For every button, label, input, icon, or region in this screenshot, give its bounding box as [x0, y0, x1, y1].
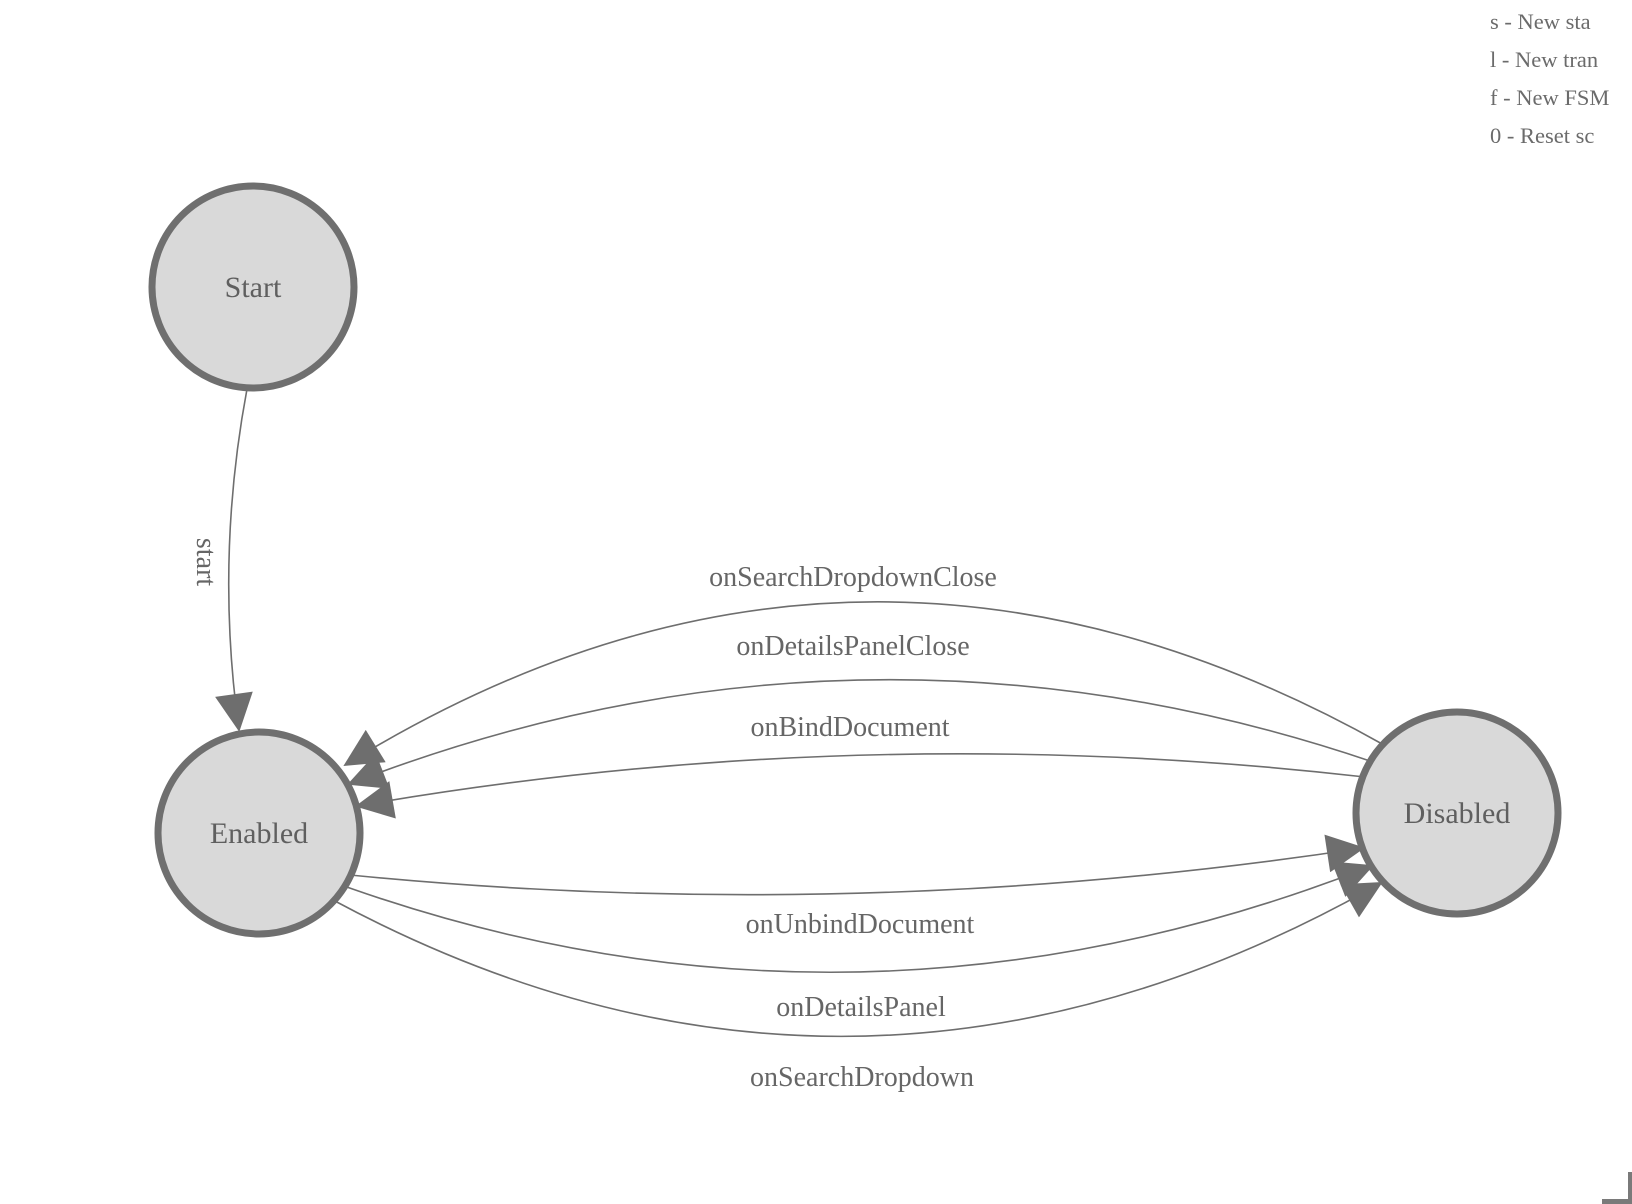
hint-line-new-state: s - New sta	[1490, 9, 1591, 34]
start-node-circle[interactable]	[148, 182, 358, 392]
edge-onBindDocument[interactable]	[355, 753, 1366, 819]
hint-line-new-fsm: f - New FSM	[1490, 85, 1610, 110]
edge-onSearchDropdown[interactable]	[332, 882, 1383, 1038]
edge-label-start: start	[190, 538, 221, 586]
edge-onUnbindDocument[interactable]	[349, 834, 1365, 896]
start-node-label: Start	[225, 271, 282, 304]
edge-onDetailsPanelClose[interactable]	[347, 678, 1374, 789]
edge-label-onUnbindDocument: onUnbindDocument	[746, 909, 975, 940]
edge-onSearchDropdownClose[interactable]	[343, 601, 1385, 766]
enabled-node-label: Enabled	[210, 817, 308, 850]
hint-line-reset: 0 - Reset sc	[1490, 123, 1595, 148]
edge-label-onBindDocument: onBindDocument	[750, 712, 949, 743]
edge-onDetailsPanel[interactable]	[343, 861, 1374, 974]
enabled-node-circle[interactable]	[154, 728, 364, 938]
corner-handle	[1602, 1172, 1632, 1204]
disabled-node-label: Disabled	[1404, 797, 1511, 830]
shortcut-hints: s - New sta l - New tran f - New FSM 0 -…	[1490, 3, 1632, 155]
edge-label-onSearchDropdown: onSearchDropdown	[750, 1062, 974, 1093]
edge-label-onDetailsPanel: onDetailsPanel	[776, 992, 946, 1023]
disabled-node-circle[interactable]	[1352, 708, 1562, 918]
state-node-start[interactable]: Start	[148, 182, 358, 392]
edge-start[interactable]	[215, 388, 253, 732]
edge-label-onSearchDropdownClose: onSearchDropdownClose	[709, 562, 997, 593]
state-node-disabled[interactable]: Disabled	[1352, 708, 1562, 918]
hint-line-new-transition: l - New tran	[1490, 47, 1599, 72]
state-node-enabled[interactable]: Enabled	[154, 728, 364, 938]
edge-label-onDetailsPanelClose: onDetailsPanelClose	[736, 631, 969, 662]
